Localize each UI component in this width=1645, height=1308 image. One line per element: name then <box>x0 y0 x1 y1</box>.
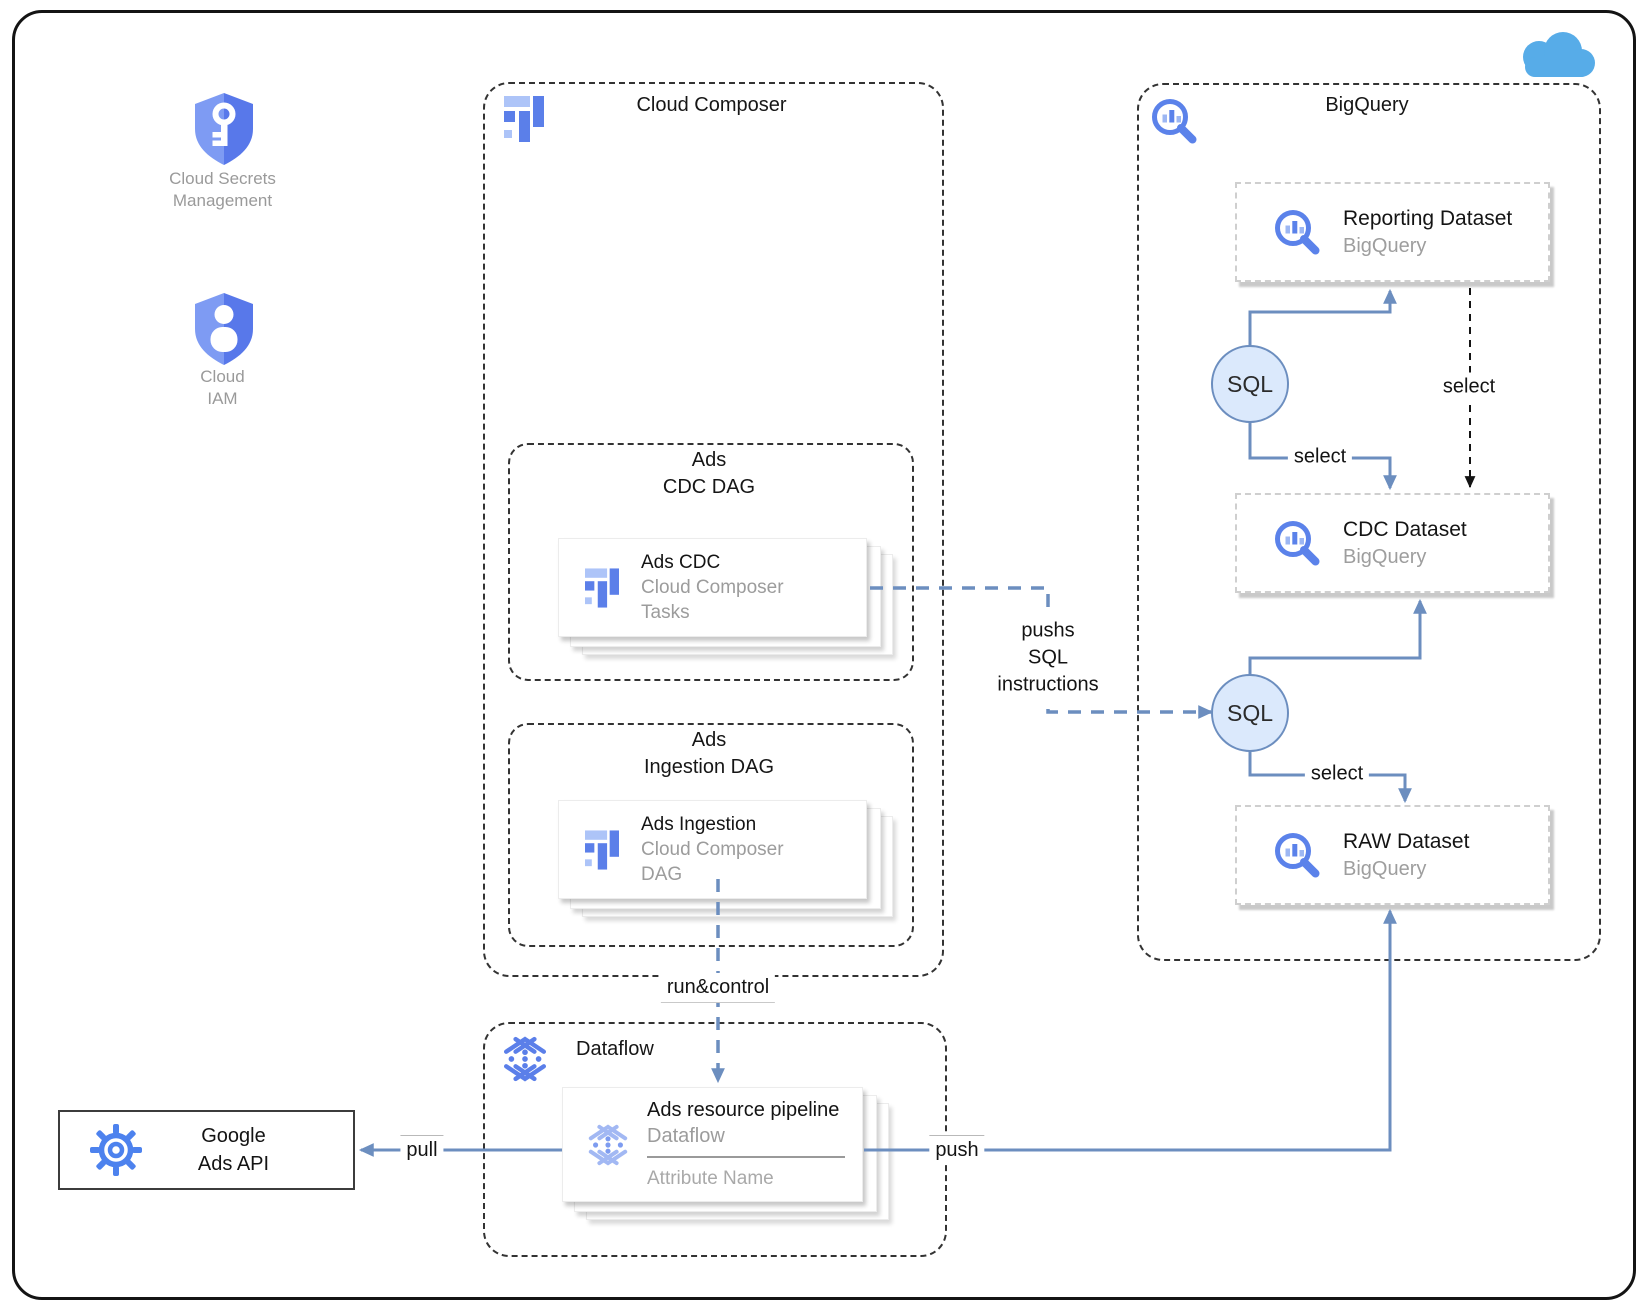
dataflow-card: Ads resource pipeline Dataflow Attribute… <box>562 1087 863 1202</box>
bigquery-title: BigQuery <box>1325 94 1409 116</box>
cloud-composer-title: Cloud Composer <box>636 94 787 116</box>
cdc-dataset-subtitle: BigQuery <box>1343 546 1427 568</box>
sql-node-1: SQL <box>1211 345 1289 423</box>
diagram-frame <box>12 10 1636 1300</box>
dataflow-card-subtitle: Dataflow <box>647 1125 725 1147</box>
bigquery-magnifier-icon <box>1275 833 1320 878</box>
raw-dataset-card: RAW Dataset BigQuery <box>1235 805 1550 905</box>
gear-icon <box>90 1124 142 1176</box>
cdc-dataset-title: CDC Dataset <box>1343 518 1467 541</box>
ads-ingestion-card-title: Ads Ingestion <box>641 814 757 835</box>
shield-key-icon <box>195 93 253 165</box>
pushs-sql-instructions-label: pushs SQL instructions <box>991 616 1105 700</box>
ads-ingestion-card-sub1: Cloud Composer <box>641 839 784 860</box>
raw-dataset-subtitle: BigQuery <box>1343 858 1427 880</box>
dataflow-icon <box>503 1036 547 1082</box>
secrets-label: Cloud Secrets Management <box>169 169 276 210</box>
dataflow-card-attribute: Attribute Name <box>647 1168 774 1189</box>
cloud-composer-icon <box>585 567 619 608</box>
dataflow-icon <box>588 1123 628 1166</box>
cloud-composer-icon <box>504 96 544 142</box>
select-label-sql1-cdc: select <box>1287 442 1353 472</box>
cdc-dataset-card: CDC Dataset BigQuery <box>1235 493 1550 593</box>
cloud-icon <box>1523 32 1595 77</box>
google-ads-api-box: Google Ads API <box>58 1110 355 1190</box>
ads-cdc-dag-title: Ads CDC DAG <box>662 449 756 498</box>
sql-node-2: SQL <box>1211 674 1289 752</box>
ads-cdc-card-sub2: Tasks <box>641 602 690 623</box>
iam-label: Cloud IAM <box>200 367 245 408</box>
raw-dataset-title: RAW Dataset <box>1343 830 1470 853</box>
bigquery-magnifier-icon <box>1275 210 1320 255</box>
push-label: push <box>929 1135 985 1165</box>
ads-cdc-card-sub1: Cloud Composer <box>641 577 784 598</box>
ads-cdc-card: Ads CDC Cloud Composer Tasks <box>558 538 867 637</box>
select-label-sql2-raw: select <box>1304 759 1370 789</box>
ads-ingestion-dag-container <box>508 723 914 947</box>
dataflow-title: Dataflow <box>576 1038 654 1060</box>
run-control-label: run&control <box>660 973 776 1003</box>
reporting-dataset-card: Reporting Dataset BigQuery <box>1235 182 1550 282</box>
select-label-reporting-cdc: select <box>1436 372 1502 402</box>
reporting-dataset-title: Reporting Dataset <box>1343 207 1513 230</box>
ads-cdc-card-title: Ads CDC <box>641 552 721 573</box>
bigquery-magnifier-icon <box>1275 521 1320 566</box>
shield-person-icon <box>195 293 253 365</box>
bigquery-magnifier-icon <box>1152 99 1197 144</box>
cloud-composer-icon <box>585 829 619 870</box>
ads-ingestion-card: Ads Ingestion Cloud Composer DAG <box>558 800 867 899</box>
google-ads-api-label: Google Ads API <box>197 1125 270 1175</box>
dataflow-card-divider <box>647 1156 845 1158</box>
dataflow-card-title: Ads resource pipeline <box>647 1099 840 1121</box>
ads-ingestion-card-sub2: DAG <box>641 864 683 885</box>
ads-cdc-dag-container <box>508 443 914 681</box>
pull-label: pull <box>400 1135 444 1165</box>
ads-ingestion-dag-title: Ads Ingestion DAG <box>643 729 775 778</box>
reporting-dataset-subtitle: BigQuery <box>1343 235 1427 257</box>
